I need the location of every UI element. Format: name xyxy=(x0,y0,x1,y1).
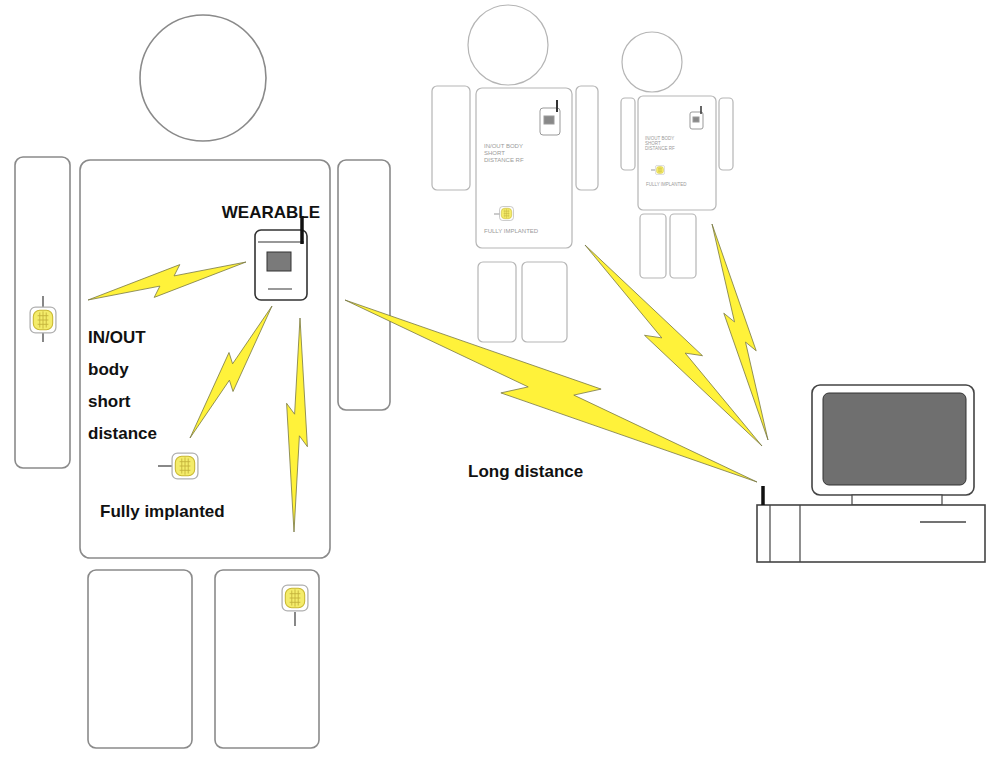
figure-note: IN/OUT BODY SHORT DISTANCE RF xyxy=(484,143,536,164)
radio-link xyxy=(712,224,768,440)
figure-note: IN/OUT BODY SHORT DISTANCE RF xyxy=(645,136,683,152)
radio-link xyxy=(345,300,757,482)
radio-link xyxy=(190,306,272,438)
implant-node: Fully implanted xyxy=(100,440,280,522)
computer xyxy=(757,385,985,562)
link-label: Long distance xyxy=(468,462,583,482)
head xyxy=(140,15,266,141)
leg xyxy=(640,214,666,278)
figure-note: FULLY IMPLANTED xyxy=(646,182,687,187)
figure-note: FULLY IMPLANTED xyxy=(484,228,538,235)
torso xyxy=(638,96,716,210)
radio-link xyxy=(287,318,308,532)
leg xyxy=(215,570,319,748)
arm xyxy=(15,157,70,468)
head xyxy=(622,32,682,92)
wearable-device xyxy=(540,100,703,135)
arm xyxy=(338,160,390,410)
radio-link xyxy=(88,224,768,532)
torso xyxy=(476,88,572,248)
device-label: WEARABLE xyxy=(222,203,320,223)
leg xyxy=(670,214,696,278)
device-label: Fully implanted xyxy=(100,502,225,522)
wearable-node: WEARABLE xyxy=(212,203,320,303)
head xyxy=(468,5,548,85)
arm xyxy=(621,98,635,170)
torso xyxy=(80,160,330,558)
radio-link xyxy=(88,262,246,300)
arm xyxy=(719,98,733,170)
leg xyxy=(522,262,567,342)
arm xyxy=(576,86,598,190)
radio-link xyxy=(190,306,272,438)
leg xyxy=(88,570,192,748)
wearable-device xyxy=(255,216,307,300)
arm xyxy=(432,86,470,190)
leg xyxy=(478,262,516,342)
link-label: IN/OUT body short distance xyxy=(88,322,172,450)
